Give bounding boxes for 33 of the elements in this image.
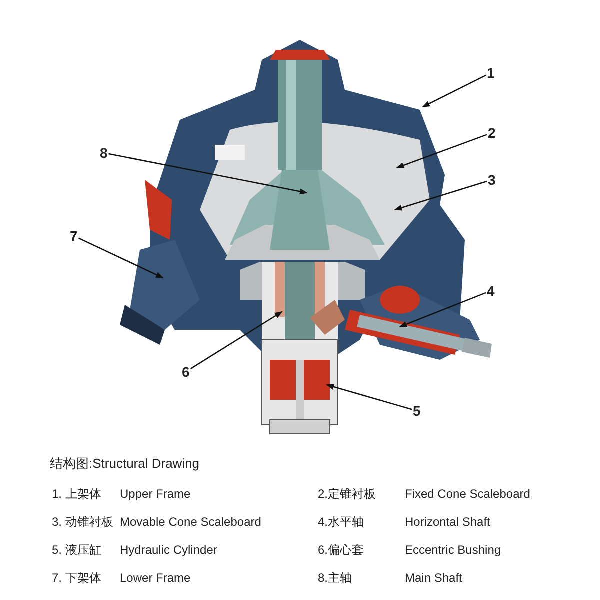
callout-number: 8 <box>100 145 108 161</box>
leader-line <box>326 384 412 410</box>
chinese-part-name: 5. 液压缸 <box>52 542 102 558</box>
leader-line <box>394 180 488 211</box>
leader-line <box>422 74 486 108</box>
english-part-name: Horizontal Shaft <box>405 514 490 530</box>
chinese-part-name: 1. 上架体 <box>52 486 102 502</box>
english-part-name: Lower Frame <box>120 570 191 586</box>
heading: 结构图:Structural Drawing <box>50 456 200 472</box>
leader-line <box>396 134 488 169</box>
english-part-name: Upper Frame <box>120 486 191 502</box>
english-part-name: Fixed Cone Scaleboard <box>405 486 530 502</box>
chinese-part-name: 4.水平轴 <box>318 514 364 530</box>
chinese-part-name: 3. 动锥衬板 <box>52 514 114 530</box>
english-part-name: Hydraulic Cylinder <box>120 542 218 558</box>
callout-number: 2 <box>488 125 496 141</box>
english-part-name: Movable Cone Scaleboard <box>120 514 262 530</box>
leader-line <box>108 153 308 195</box>
leader-line <box>399 292 486 328</box>
english-part-name: Main Shaft <box>405 570 462 586</box>
callout-number: 7 <box>70 228 78 244</box>
english-part-name: Eccentric Bushing <box>405 542 502 558</box>
chinese-part-name: 8.主轴 <box>318 570 352 586</box>
callout-number: 3 <box>488 172 496 188</box>
chinese-part-name: 2.定锥衬板 <box>318 486 376 502</box>
leader-line <box>78 238 164 279</box>
callout-number: 4 <box>487 283 495 299</box>
leader-line <box>190 311 283 370</box>
chinese-part-name: 6.偏心套 <box>318 542 364 558</box>
callout-number: 6 <box>182 364 190 380</box>
chinese-part-name: 7. 下架体 <box>52 570 102 586</box>
callout-number: 1 <box>487 65 495 81</box>
callout-number: 5 <box>413 403 421 419</box>
